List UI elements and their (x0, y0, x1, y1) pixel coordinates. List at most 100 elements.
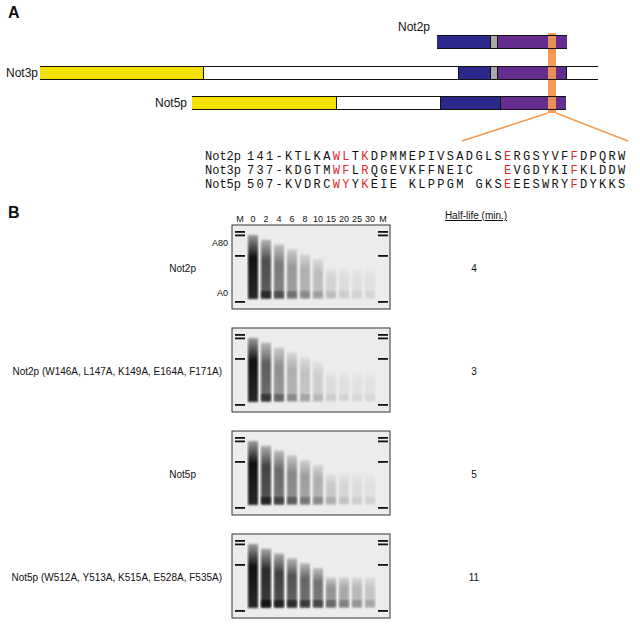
residue: D (532, 164, 542, 178)
deadenylated-band (326, 600, 336, 607)
residue: S (494, 150, 504, 164)
deadenylated-band (300, 291, 310, 298)
residue: F (571, 164, 581, 178)
label-holder: 30 (365, 208, 375, 226)
residue: I (428, 150, 438, 164)
lane-label: 0 (250, 214, 255, 224)
residue (475, 164, 485, 178)
rna-smear (300, 357, 310, 402)
column-header: Half-life (min.) (445, 210, 507, 221)
label-holder: 10 (313, 208, 323, 226)
deadenylated-band (300, 600, 310, 607)
residue: W (618, 150, 628, 164)
rna-smear (274, 245, 284, 299)
size-marker (378, 231, 388, 233)
residue: E (371, 178, 381, 192)
rna-smear (300, 254, 310, 299)
residue: K (552, 164, 562, 178)
residue: G (523, 150, 533, 164)
size-marker (378, 461, 388, 463)
residue: W (333, 178, 343, 192)
label-holder: A0 (217, 282, 228, 300)
rna-smear (313, 259, 323, 299)
residue: L (342, 150, 352, 164)
domain-segment (437, 36, 490, 48)
rna-smear (339, 372, 349, 402)
size-marker (378, 544, 388, 546)
residue: E (513, 178, 523, 192)
lane-label: M (236, 214, 244, 224)
protein-name: Not5p (155, 96, 187, 110)
label-holder: Not2p (169, 258, 196, 276)
residue: L (590, 164, 600, 178)
residue: K (285, 150, 295, 164)
deadenylated-band (352, 600, 362, 607)
sequence-alignment: 507-KVDRCWYYKEIE KLPPGM GKSEEESWRYFDYKKS (247, 178, 628, 192)
row-label: Not2p (W146A, L147A, K149A, E164A, F171A… (12, 366, 222, 377)
residue: K (285, 178, 295, 192)
domain-segment (336, 97, 440, 109)
deadenylated-band (313, 394, 323, 401)
residue: - (276, 164, 286, 178)
rna-smear (313, 362, 323, 402)
highlight-band (548, 67, 556, 79)
deadenylated-band (274, 394, 284, 401)
domain-segment (203, 67, 458, 79)
residue: F (418, 164, 428, 178)
deadenylated-band (287, 600, 297, 607)
highlight-band (548, 97, 556, 109)
label-holder: Not3p (205, 160, 241, 178)
residue: 7 (266, 164, 276, 178)
protein-name: Not2p (398, 20, 430, 34)
size-marker (378, 235, 388, 237)
half-life-value: 4 (471, 263, 477, 274)
domain-segment (566, 67, 598, 79)
rna-smear (274, 348, 284, 402)
size-marker (378, 610, 388, 612)
rna-smear (339, 578, 349, 608)
gel-image (232, 431, 390, 515)
residue: V (437, 150, 447, 164)
rna-smear (326, 372, 336, 402)
label-holder: 20 (339, 208, 349, 226)
residue: Y (542, 150, 552, 164)
residue: D (295, 164, 305, 178)
size-marker (235, 235, 245, 237)
residue: E (390, 164, 400, 178)
gel-frame (232, 534, 390, 618)
size-marker (235, 334, 245, 336)
residue: E (504, 150, 514, 164)
size-marker (235, 540, 245, 542)
domain-bar: Not3p (40, 66, 598, 80)
residue: G (447, 178, 457, 192)
rna-smear (352, 372, 362, 402)
residue: G (475, 178, 485, 192)
residue: - (276, 178, 286, 192)
size-marker (378, 441, 388, 443)
residue: 5 (247, 178, 257, 192)
deadenylated-band (365, 497, 375, 504)
alignment-row-name: Not3p (205, 164, 241, 178)
label-holder: A (8, 4, 20, 22)
leader-line (462, 113, 548, 141)
deadenylated-band (326, 497, 336, 504)
residue: P (380, 150, 390, 164)
rna-smear (248, 235, 258, 299)
deadenylated-band (339, 600, 349, 607)
deadenylated-band (339, 394, 349, 401)
residue: T (295, 150, 305, 164)
domain-segment (458, 67, 490, 79)
residue (399, 178, 409, 192)
residue: T (352, 150, 362, 164)
alignment-row-name: Not2p (205, 150, 241, 164)
rna-smear (287, 558, 297, 608)
label-holder: 25 (352, 208, 362, 226)
deadenylated-band (300, 394, 310, 401)
lane-label: 2 (263, 214, 268, 224)
lane-label: 20 (339, 214, 349, 224)
residue (494, 164, 504, 178)
residue: E (504, 164, 514, 178)
label-holder: 6 (289, 208, 294, 226)
deadenylated-band (261, 394, 271, 401)
residue: K (485, 178, 495, 192)
